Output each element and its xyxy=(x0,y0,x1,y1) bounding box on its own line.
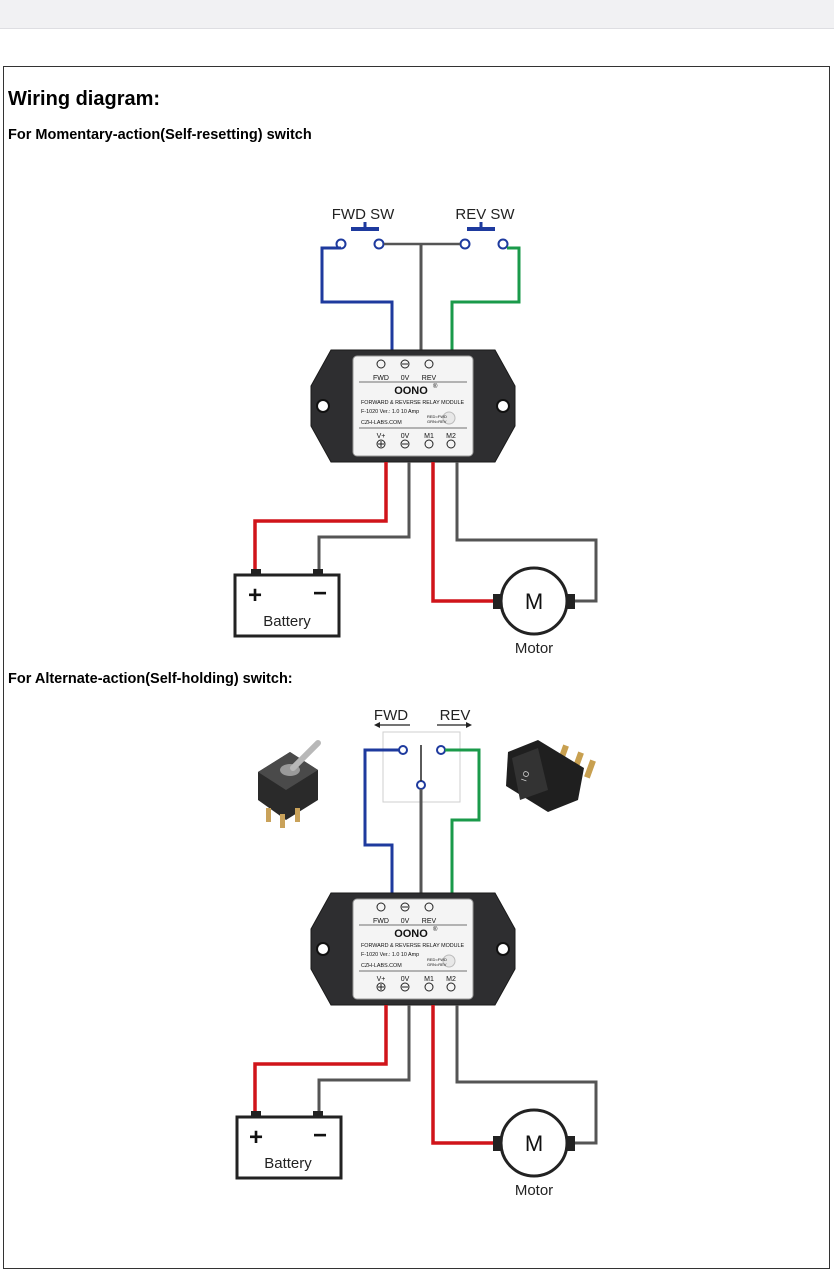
module-led-line2-2: GRN=REV xyxy=(427,962,447,967)
battery-label-2: Battery xyxy=(264,1155,312,1172)
fwd-switch: FWD SW xyxy=(332,206,395,250)
module-led-line1: RED=FWD xyxy=(427,414,447,419)
module-led-line1-2: RED=FWD xyxy=(427,957,447,962)
wire-0v-battery-2 xyxy=(317,1005,411,1117)
fwd-contact xyxy=(398,745,408,755)
section-title-alternate: For Alternate-action(Self-holding) switc… xyxy=(8,671,293,687)
module-led-line2: GRN=REV xyxy=(427,419,447,424)
toggle-switch-picture xyxy=(258,740,321,828)
motor-label: Motor xyxy=(515,640,553,657)
terminal-label-vplus: V+ xyxy=(377,433,386,440)
rev-switch-label: REV SW xyxy=(455,206,515,223)
wire-vplus-2 xyxy=(253,1005,388,1117)
module-brand-mark-2: ® xyxy=(433,926,438,933)
module-brand: OONO xyxy=(394,385,428,397)
top-bar xyxy=(0,0,834,29)
diagram-momentary: FWD SW REV SW FWD 0V REV OONO ® FORWARD … xyxy=(233,206,598,657)
motor: M Motor xyxy=(493,566,575,657)
rev-arrow xyxy=(437,722,472,728)
wire-m1 xyxy=(431,462,496,603)
battery-2: + − Battery xyxy=(235,1111,343,1180)
module-line2: F-1020 Ver.: 1.0 10 Amp xyxy=(361,409,419,415)
svg-text:I O: I O xyxy=(519,770,531,783)
module-line1: FORWARD & REVERSE RELAY MODULE xyxy=(361,400,465,406)
motor-2: M Motor xyxy=(493,1108,575,1199)
battery-minus: − xyxy=(313,580,327,607)
battery-plus: + xyxy=(248,582,262,609)
rev-contact xyxy=(436,745,446,755)
rocker-switch-picture: I O xyxy=(506,740,596,812)
wire-fwd xyxy=(320,246,394,356)
wire-m2-2 xyxy=(455,1005,598,1145)
relay-module: FWD 0V REV OONO ® FORWARD & REVERSE RELA… xyxy=(310,349,516,463)
wire-rev xyxy=(450,246,521,356)
module-line3-2: CZH-LABS.COM xyxy=(361,963,402,969)
terminal-label-vplus-2: V+ xyxy=(377,976,386,983)
wire-0v-battery xyxy=(317,462,411,575)
terminal-label-0v: 0V xyxy=(401,375,410,382)
relay-module-2: FWD 0V REV OONO ® FORWARD & REVERSE RELA… xyxy=(310,892,516,1006)
battery: + − Battery xyxy=(233,569,341,638)
motor-symbol: M xyxy=(525,589,543,614)
section-title-momentary: For Momentary-action(Self-resetting) swi… xyxy=(8,127,312,143)
terminal-label-m2: M2 xyxy=(446,433,456,440)
page-title: Wiring diagram: xyxy=(8,88,161,110)
module-line3: CZH-LABS.COM xyxy=(361,420,402,426)
module-brand-2: OONO xyxy=(394,928,428,940)
fwd-arrow xyxy=(374,722,410,728)
fwd-label: FWD xyxy=(374,707,408,724)
rev-label: REV xyxy=(440,707,471,724)
battery-plus-2: + xyxy=(249,1124,263,1151)
terminal-label-fwd-2: FWD xyxy=(373,918,389,925)
content-frame xyxy=(3,66,830,1269)
wire-m1-2 xyxy=(431,1005,496,1145)
terminal-label-0v-2: 0V xyxy=(401,918,410,925)
module-line2-2: F-1020 Ver.: 1.0 10 Amp xyxy=(361,952,419,958)
common-contact xyxy=(416,780,426,790)
module-brand-mark: ® xyxy=(433,383,438,390)
terminal-label-m1: M1 xyxy=(424,433,434,440)
diagram-alternate: FWD REV I O xyxy=(235,707,598,1199)
terminal-label-fwd: FWD xyxy=(373,375,389,382)
terminal-label-m2-2: M2 xyxy=(446,976,456,983)
motor-symbol-2: M xyxy=(525,1131,543,1156)
wire-rev-2 xyxy=(445,748,481,898)
battery-label: Battery xyxy=(263,613,311,630)
wire-fwd-2 xyxy=(363,748,399,898)
wire-vplus xyxy=(253,462,388,575)
terminal-label-m1-2: M1 xyxy=(424,976,434,983)
terminal-label-rev: REV xyxy=(422,375,437,382)
fwd-switch-label: FWD SW xyxy=(332,206,395,223)
rev-switch: REV SW xyxy=(455,206,515,250)
module-line1-2: FORWARD & REVERSE RELAY MODULE xyxy=(361,943,465,949)
terminal-label-0v-bottom-2: 0V xyxy=(401,976,410,983)
motor-label-2: Motor xyxy=(515,1182,553,1199)
terminal-label-rev-2: REV xyxy=(422,918,437,925)
battery-minus-2: − xyxy=(313,1122,327,1149)
terminal-label-0v-bottom: 0V xyxy=(401,433,410,440)
wire-m2 xyxy=(455,462,598,603)
